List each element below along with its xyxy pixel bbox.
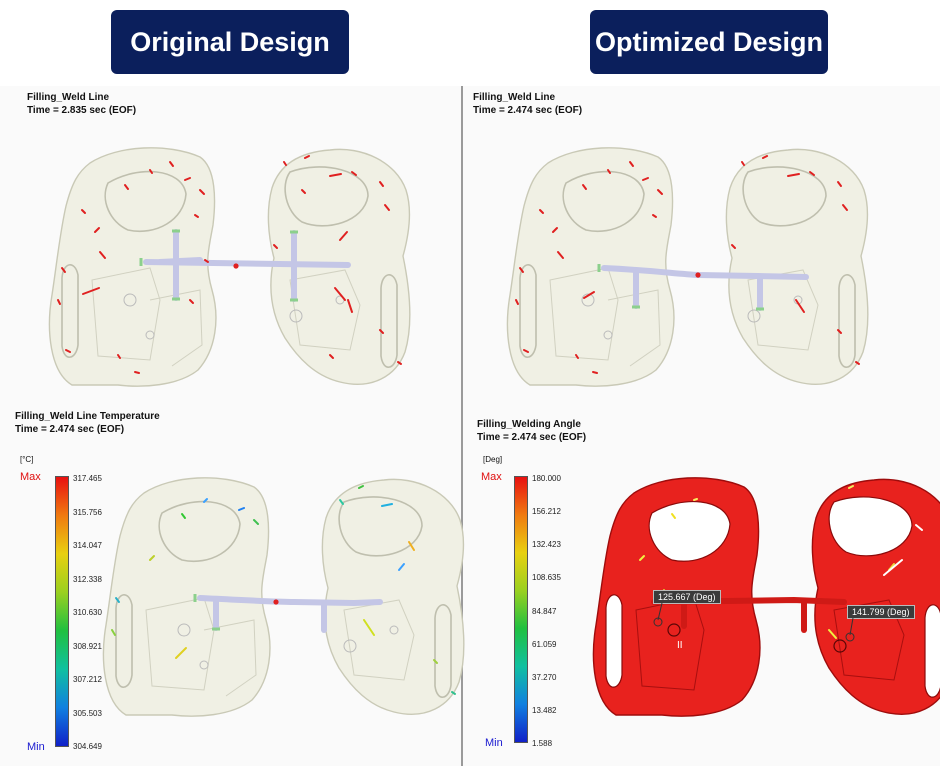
weld-angle-callout-left: 125.667 (Deg) <box>653 590 721 604</box>
result-time: Time = 2.474 sec (EOF) <box>15 424 125 435</box>
original-design-header: Original Design <box>111 10 349 74</box>
legend-tick-label: 61.059 <box>532 639 557 649</box>
legend-tick-label: 308.921 <box>73 641 102 651</box>
result-name: Filling_Welding Angle <box>477 419 581 430</box>
result-time: Time = 2.835 sec (EOF) <box>27 105 137 116</box>
legend-tick-label: 310.630 <box>73 608 102 617</box>
legend-tick-label: 108.635 <box>532 573 561 583</box>
optimized-design-header: Optimized Design <box>590 10 828 74</box>
result-time: Time = 2.474 sec (EOF) <box>473 105 583 116</box>
angle-legend-min-label: Min <box>485 737 503 749</box>
legend-tick-label: 305.503 <box>73 708 102 718</box>
temperature-legend-min-label: Min <box>27 741 45 753</box>
render-weld-line-temperature <box>103 478 463 716</box>
result-name: Filling_Weld Line Temperature <box>15 411 160 422</box>
legend-tick-label: 37.270 <box>532 672 557 682</box>
legend-tick-label: 315.756 <box>73 507 102 517</box>
legend-tick-label: 1.588 <box>532 739 553 748</box>
angle-legend-unit: [Deg] <box>483 455 503 464</box>
legend-tick-label: 132.423 <box>532 540 561 550</box>
legend-tick-label: 180.000 <box>532 474 561 483</box>
temperature-legend-max-label: Max <box>20 471 41 483</box>
temperature-legend-unit: [°C] <box>20 455 34 464</box>
legend-tick-label: 84.847 <box>532 606 557 616</box>
legend-tick-label: 156.212 <box>532 507 561 517</box>
result-name: Filling_Weld Line <box>27 92 110 103</box>
panel-divider <box>461 86 463 766</box>
svg-text:II: II <box>677 640 683 651</box>
panel-title-top-left: Filling_Weld Line Time = 2.835 sec (EOF) <box>27 91 136 117</box>
panel-title-bottom-left: Filling_Weld Line Temperature Time = 2.4… <box>15 410 160 436</box>
angle-legend-color-bar <box>514 476 528 743</box>
legend-tick-label: 304.649 <box>73 742 102 751</box>
legend-tick-label: 314.047 <box>73 541 102 550</box>
panel-title-top-right: Filling_Weld Line Time = 2.474 sec (EOF) <box>473 91 582 117</box>
result-name: Filling_Weld Line <box>473 92 556 103</box>
legend-tick-label: 307.212 <box>73 675 102 684</box>
render-welding-angle: II <box>593 478 940 716</box>
render-optimized-weld-line <box>507 148 867 386</box>
angle-legend-max-label: Max <box>481 471 502 483</box>
panel-title-bottom-right: Filling_Welding Angle Time = 2.474 sec (… <box>477 418 586 444</box>
render-original-weld-line <box>49 148 409 386</box>
result-time: Time = 2.474 sec (EOF) <box>477 432 587 443</box>
weld-angle-callout-right: 141.799 (Deg) <box>847 605 915 619</box>
legend-tick-label: 317.465 <box>73 474 102 483</box>
legend-tick-label: 13.482 <box>532 705 557 715</box>
legend-tick-label: 312.338 <box>73 574 102 584</box>
temperature-legend-color-bar <box>55 476 69 747</box>
